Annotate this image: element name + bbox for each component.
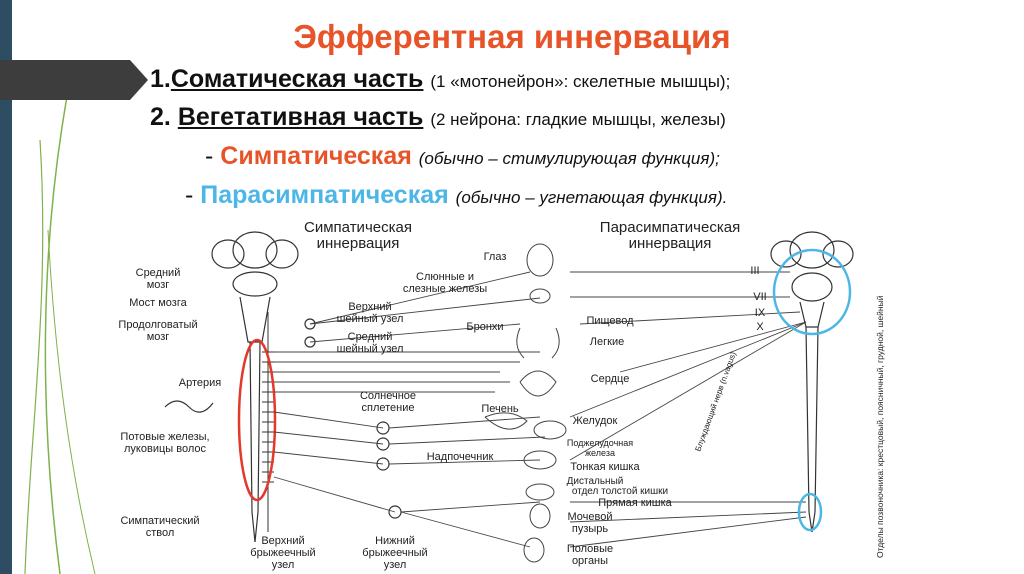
pancreas-label-1: Поджелудочная (567, 438, 633, 448)
adrenal-label: Надпочечник (427, 451, 494, 463)
vegetative-number: 2. (150, 103, 171, 131)
lungs-label: Легкие (590, 336, 624, 348)
medulla-label-2: мозг (147, 331, 170, 343)
pancreas-label-2: железа (585, 448, 615, 458)
trunk-label-1: Симпатический (120, 515, 199, 527)
solar-plexus-label-1: Солнечное (360, 390, 416, 402)
thoracolumbar-highlight (237, 338, 277, 502)
somatic-note: (1 «мотонейрон»: скелетные мышцы); (430, 72, 731, 91)
para-title-2: иннервация (629, 235, 712, 252)
sacral-highlight (797, 492, 823, 532)
vegetative-heading: Вегетативная часть (177, 103, 424, 131)
bladder-label-1: Мочевой (568, 511, 613, 523)
arrow-shape (0, 60, 148, 100)
medulla-label-1: Продолговатый (118, 319, 197, 331)
left-band (0, 0, 12, 574)
nerve-iii-label: III (750, 265, 759, 277)
eye-label: Глаз (484, 251, 507, 263)
parasympathetic-dash: - (185, 181, 194, 209)
sympathetic-heading: Симпатическая (220, 142, 412, 170)
slide-title: Эфферентная иннервация (293, 18, 731, 55)
organ-sketches (484, 243, 567, 563)
sympathetic-line: - Симпатическая (обычно – стимулирующая … (205, 142, 720, 171)
artery-icon (164, 400, 214, 413)
sup-cervical-label-1: Верхний (348, 301, 391, 313)
bronchi-label: Бронхи (466, 321, 503, 333)
genital-label-1: Половые (567, 543, 613, 555)
pons-label: Мост мозга (129, 297, 187, 309)
parasympathetic-note: (обычно – угнетающая функция). (455, 188, 728, 207)
bladder-label-2: пузырь (572, 523, 609, 535)
midbrain-label-1: Средний (136, 267, 181, 279)
left-brain (211, 231, 299, 343)
inf-mesenteric-label-1: Нижний (375, 535, 415, 547)
somatic-number: 1. (150, 65, 171, 93)
nerve-fibers (273, 271, 807, 548)
symp-title-1: Симпатическая (304, 219, 412, 236)
distal-colon-label-1: Дистальный (567, 476, 624, 487)
rectum-label: Прямая кишка (598, 497, 672, 509)
somatic-heading: Соматическая часть (170, 65, 424, 93)
heart-label: Сердце (591, 373, 630, 385)
nerve-vii-label: VII (753, 291, 766, 303)
artery-label: Артерия (179, 377, 222, 389)
decorative-lines (24, 79, 96, 574)
midbrain-label-2: мозг (147, 279, 170, 291)
spine-sections-note: Отделы позвоночника: крестцовый, пояснич… (875, 295, 885, 558)
trunk-label-2: ствол (146, 527, 175, 539)
sweat-label-2: луковицы волос (124, 443, 206, 455)
vegetative-note: (2 нейрона: гладкие мышцы, железы) (430, 110, 726, 129)
sup-mesenteric-label-3: узел (272, 559, 295, 571)
inf-mesenteric-label-2: брыжеечный (362, 547, 427, 559)
esophagus-label: Пищевод (586, 315, 634, 327)
symp-title-2: иннервация (317, 235, 400, 252)
spine-sections-label: Отделы позвоночника: крестцовый, пояснич… (875, 295, 885, 558)
sup-cervical-label-2: шейный узел (337, 313, 404, 325)
mid-cervical-label-1: Средний (348, 331, 393, 343)
mid-cervical-label-2: шейный узел (337, 343, 404, 355)
sweat-label-1: Потовые железы, (120, 431, 209, 443)
nerve-x-label: X (756, 321, 764, 333)
inf-mesenteric-label-3: узел (384, 559, 407, 571)
somatic-line: 1.Соматическая часть (1 «мотонейрон»: ск… (150, 65, 730, 94)
genital-label-2: органы (572, 555, 608, 567)
salivary-label-1: Слюнные и (416, 271, 474, 283)
parasympathetic-heading: Парасимпатическая (200, 181, 449, 209)
parasympathetic-line: - Парасимпатическая (обычно – угнетающая… (185, 181, 727, 210)
sympathetic-chain (262, 312, 274, 532)
cranial-highlight (772, 248, 852, 336)
stomach-label: Желудок (573, 415, 618, 427)
sup-mesenteric-label-2: брыжеечный (250, 547, 315, 559)
small-intestine-label: Тонкая кишка (570, 461, 640, 473)
sup-mesenteric-label-1: Верхний (261, 535, 304, 547)
solar-plexus-label-2: сплетение (362, 402, 415, 414)
sympathetic-dash: - (205, 142, 214, 170)
sympathetic-note: (обычно – стимулирующая функция); (418, 149, 720, 168)
nerve-ix-label: IX (755, 307, 766, 319)
salivary-label-2: слезные железы (403, 283, 487, 295)
left-spinal-cord (249, 341, 261, 543)
liver-label: Печень (481, 403, 519, 415)
right-brain (770, 231, 854, 328)
innervation-diagram: Симпатическая иннервация Парасимпатическ… (100, 212, 890, 574)
distal-colon-label-2: отдел толстой кишки (572, 486, 668, 497)
vegetative-line: 2. Вегетативная часть (2 нейрона: гладки… (150, 103, 726, 132)
para-title-1: Парасимпатическая (600, 219, 740, 236)
